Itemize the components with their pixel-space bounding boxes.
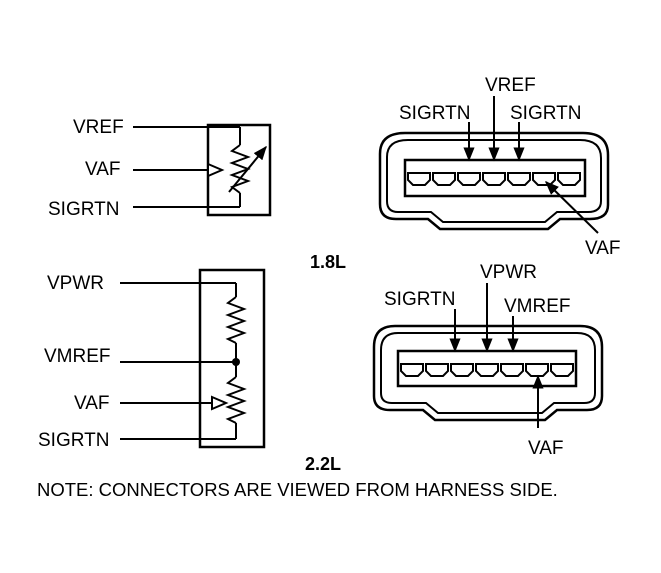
sensor-1-8l-schematic: VREF VAF SIGRTN	[48, 117, 272, 220]
label-vaf-22: VAF	[74, 393, 110, 414]
resistor-upper-22	[225, 296, 247, 344]
conn18-label-vaf: VAF	[585, 238, 621, 259]
signal-arrow-18	[207, 162, 225, 178]
label-sigrtn-22: SIGRTN	[38, 430, 109, 451]
connector-2-2l: SIGRTN VPWR VMREF VAF	[372, 262, 604, 459]
connector-shell-inner-18	[386, 139, 602, 223]
junction-dot-vmref	[232, 358, 240, 366]
conn18-label-sigrtn-left: SIGRTN	[399, 103, 470, 124]
conn18-label-sigrtn-right: SIGRTN	[510, 103, 581, 124]
signal-arrow-22	[211, 395, 229, 411]
sensor-box-22	[198, 268, 266, 449]
sensor-2-2l-schematic: VPWR VMREF VAF SIGRTN	[38, 268, 266, 451]
connector-pins-18	[407, 172, 581, 186]
label-vpwr-22: VPWR	[47, 273, 104, 294]
harness-side-note: NOTE: CONNECTORS ARE VIEWED FROM HARNESS…	[37, 479, 558, 500]
connector-1-8l: SIGRTN VREF SIGRTN VAF	[378, 75, 621, 259]
connector-shell-inner-22	[380, 332, 596, 414]
connector-shell-18	[378, 131, 610, 231]
label-vref-18: VREF	[73, 117, 124, 138]
label-vmref-22: VMREF	[44, 346, 111, 367]
conn18-label-vref: VREF	[485, 75, 536, 96]
conn22-label-vmref: VMREF	[504, 296, 571, 317]
conn22-label-sigrtn: SIGRTN	[384, 289, 455, 310]
conn22-label-vpwr: VPWR	[480, 262, 537, 283]
engine-label-1-8l: 1.8L	[310, 252, 346, 272]
label-vaf-18: VAF	[85, 159, 121, 180]
conn22-label-vaf: VAF	[528, 438, 564, 459]
engine-label-2-2l: 2.2L	[305, 454, 341, 474]
resistor-lower-22	[225, 376, 247, 424]
connector-pins-22	[400, 363, 574, 377]
connector-shell-22	[372, 324, 604, 422]
pin-cavity-22	[396, 349, 578, 388]
label-sigrtn-18: SIGRTN	[48, 199, 119, 220]
